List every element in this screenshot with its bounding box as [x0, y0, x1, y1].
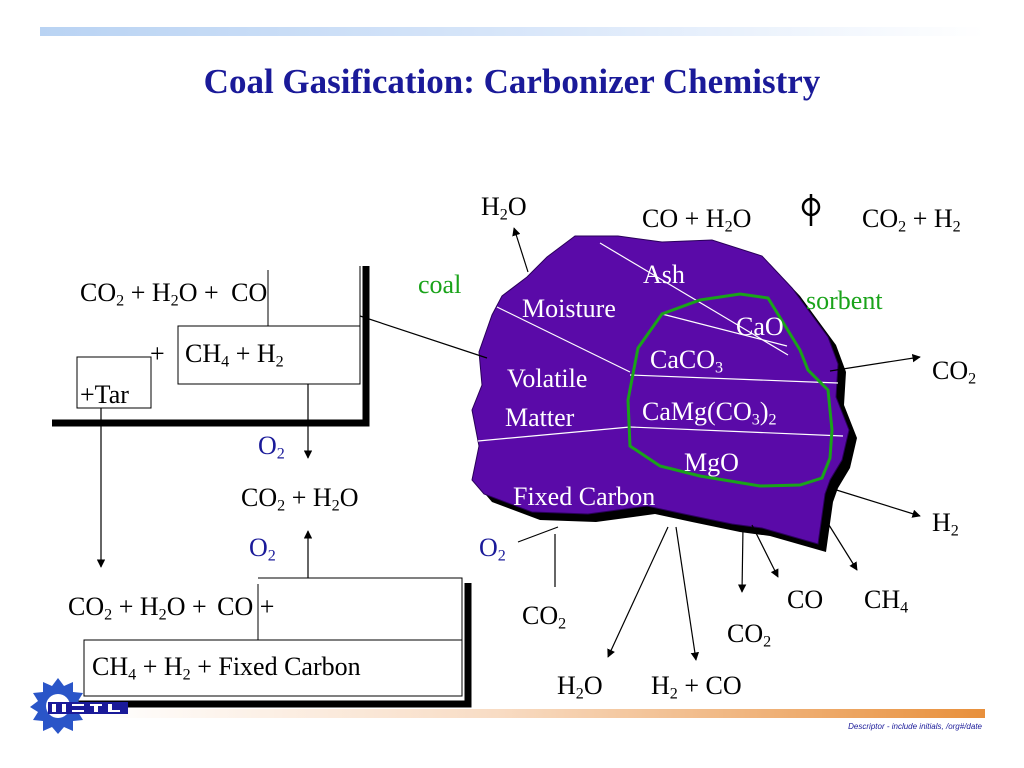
label-co2-right: CO2: [932, 356, 977, 388]
label-sorbent: sorbent: [806, 286, 883, 315]
slide-title: Coal Gasification: Carbonizer Chemistry: [203, 62, 821, 101]
label-combustion-products: CO2 + H2O: [241, 483, 359, 515]
char-line-1: CO2 + H2O + CO +: [68, 592, 275, 624]
volatiles-line-2: CH4 + H2: [185, 339, 284, 371]
label-h2o-bottom: H2O: [557, 671, 603, 703]
arrow-h2-co: [675, 526, 700, 661]
sorbent-outline: [626, 292, 834, 488]
label-volatile: Volatile: [507, 364, 588, 393]
arrow-ch4: [823, 516, 858, 571]
footer-gradient-bar: [95, 709, 985, 718]
label-caco3: CaCO3: [650, 345, 724, 377]
particle-division-lines: [477, 242, 844, 442]
equilibrium-icon: [801, 194, 821, 226]
label-shift-products: CO2 + H2: [862, 204, 961, 236]
label-co2-bottom-a: CO2: [522, 601, 567, 633]
label-shift-reactants: CO + H2O: [642, 204, 752, 236]
arrow-co2-bottom-b: [737, 526, 747, 593]
arrow-co: [751, 524, 779, 578]
label-coal: coal: [418, 270, 462, 299]
coal-particle: [471, 235, 850, 545]
label-co-bottom: CO: [787, 585, 824, 614]
label-ch4-bottom: CH4: [864, 585, 909, 617]
arrow-co2-right: [829, 354, 921, 372]
line-o2-bottom: [517, 526, 559, 543]
label-o2-top: O2: [258, 431, 285, 463]
label-h2-co: H2 + CO: [651, 671, 742, 703]
char-line-2: CH4 + H2 + Fixed Carbon: [92, 652, 361, 684]
header-gradient-bar: [40, 27, 985, 36]
label-h2-right: H2: [932, 508, 959, 540]
slide-footer: Descriptor - include initials, /org#/dat…: [848, 722, 982, 731]
label-matter: Matter: [505, 403, 575, 432]
netl-gear-logo-icon: [30, 678, 128, 734]
arrow-h2o-top: [512, 227, 529, 273]
label-ash: Ash: [643, 260, 685, 289]
volatiles-tar: +Tar: [80, 380, 129, 409]
label-mgo: MgO: [684, 448, 739, 477]
connector-box-particle: [359, 315, 488, 359]
label-o2-bottom: O2: [249, 533, 276, 565]
label-co2-bottom-b: CO2: [727, 619, 772, 651]
arrow-h2o-bottom: [607, 526, 669, 658]
volatiles-plus: +: [150, 339, 165, 368]
label-fixed-carbon: Fixed Carbon: [513, 482, 656, 511]
char-box: [50, 577, 472, 708]
label-o2-particle: O2: [479, 533, 506, 565]
volatiles-box: [52, 266, 370, 427]
volatiles-line-1: CO2 + H2O + CO: [80, 278, 268, 310]
arrow-h2-right: [829, 487, 921, 518]
label-h2o-top: H2O: [481, 192, 527, 224]
label-cao: CaO: [736, 312, 784, 341]
label-camg-co3: CaMg(CO3)2: [642, 397, 777, 429]
label-moisture: Moisture: [522, 294, 616, 323]
